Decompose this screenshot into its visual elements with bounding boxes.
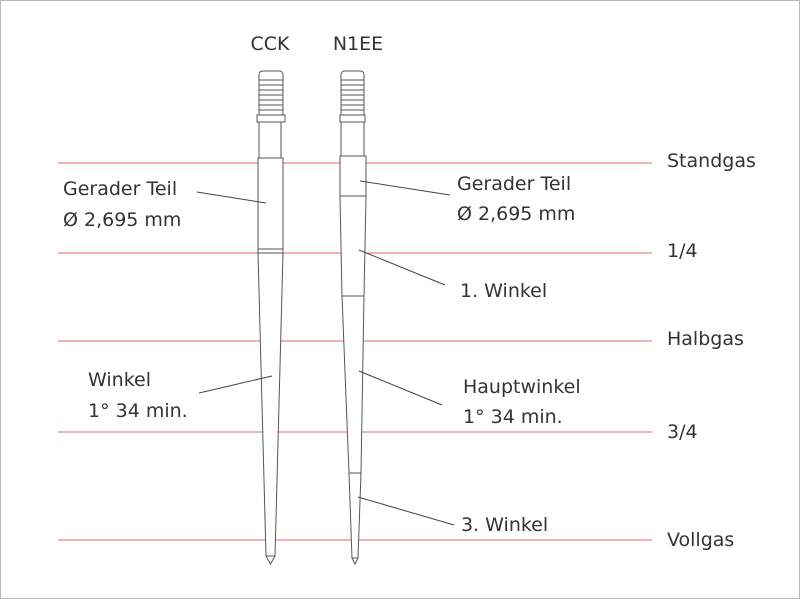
throttle-label-three-quarter: 3/4 [667, 421, 698, 443]
needle-cck-shank [256, 114, 286, 123]
annotation-right-third-angle: 3. Winkel [461, 514, 548, 536]
annotation-left-angle-value: 1° 34 min. [88, 400, 188, 422]
needle-n1ee-head [340, 70, 365, 116]
annotation-left-angle-title: Winkel [88, 369, 151, 391]
throttle-label-quarter: 1/4 [667, 240, 698, 262]
needle-n1ee-shank [339, 114, 366, 123]
annotation-left-straight-title: Gerader Teil [63, 178, 177, 200]
needle-cck-neck [258, 121, 282, 159]
needle-cck-straight [257, 157, 284, 254]
needle-title-n1ee: N1EE [333, 33, 383, 55]
needle-cck-taper [257, 252, 284, 557]
annotation-right-first-angle: 1. Winkel [460, 280, 547, 302]
needle-n1ee-neck [340, 121, 365, 157]
leader-lines [196, 180, 455, 526]
leader-right-first-angle [358, 249, 446, 286]
throttle-labels: Standgas 1/4 Halbgas 3/4 Vollgas [667, 150, 756, 551]
annotation-right-main-angle-value: 1° 34 min. [463, 406, 563, 428]
needle-cck-grooves [259, 79, 283, 111]
leader-left-angle [198, 375, 273, 394]
leader-right-main-angle [358, 370, 443, 406]
needle-n1ee-main-angle [341, 295, 365, 474]
needle-title-cck: CCK [251, 33, 291, 55]
annotation-right-main-angle-title: Hauptwinkel [463, 376, 581, 398]
needle-n1ee [339, 70, 367, 566]
needle-n1ee-grooves [341, 79, 364, 111]
annotation-left-straight-diameter: Ø 2,695 mm [63, 209, 181, 231]
leader-right-straight [359, 180, 451, 196]
needle-cck [256, 70, 286, 566]
leader-left-straight [196, 191, 267, 204]
needle-n1ee-first-angle [339, 195, 367, 297]
needle-cck-head [258, 70, 284, 116]
needle-n1ee-tip [351, 557, 359, 566]
throttle-label-halbgas: Halbgas [667, 328, 744, 350]
needle-n1ee-straight [339, 155, 367, 197]
needle-cck-tip [265, 555, 276, 566]
annotations: Gerader Teil Ø 2,695 mm Winkel 1° 34 min… [63, 173, 581, 536]
throttle-label-standgas: Standgas [667, 150, 756, 172]
needle-n1ee-third-angle [348, 472, 362, 559]
leader-right-third-angle [357, 496, 455, 526]
annotation-right-straight-diameter: Ø 2,695 mm [457, 203, 575, 225]
annotation-right-straight-title: Gerader Teil [457, 173, 571, 195]
throttle-label-vollgas: Vollgas [667, 529, 734, 551]
